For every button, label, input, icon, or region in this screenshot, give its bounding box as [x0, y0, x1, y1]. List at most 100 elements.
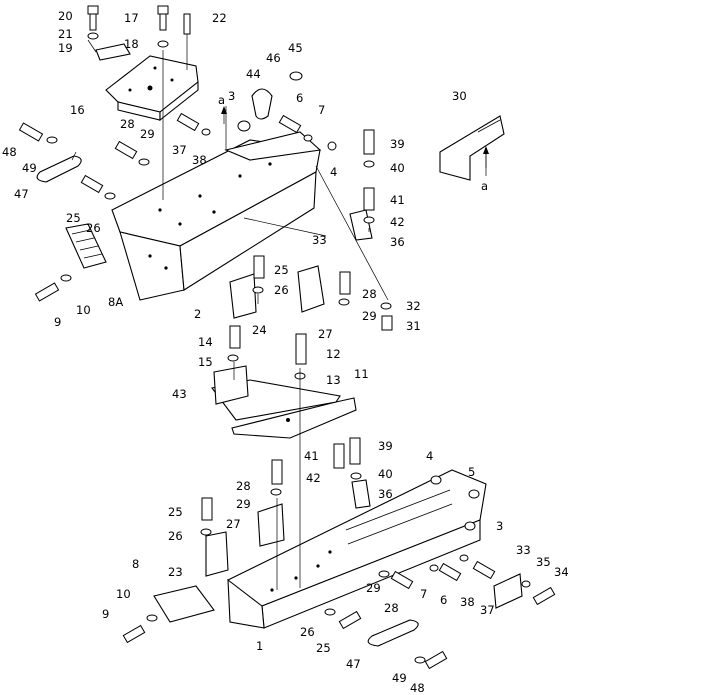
callout-39-upper: 39 [390, 137, 405, 151]
callout-28-upper: 28 [120, 117, 135, 131]
callout-19: 19 [58, 41, 73, 55]
callout-18: 18 [124, 37, 139, 51]
callout-24: 24 [252, 323, 267, 337]
callout-37-lower: 37 [480, 603, 495, 617]
callout-44: 44 [246, 67, 261, 81]
plate-33 [493, 573, 523, 609]
callouts: 20 21 19 17 18 22 16 46 45 44 a 3 6 7 30… [2, 9, 569, 695]
bracket-43 [213, 365, 249, 405]
callout-37-upper: 37 [172, 143, 187, 157]
callout-9-lower: 9 [102, 607, 109, 621]
callout-3-upper: 3 [228, 89, 235, 103]
shim-plate [95, 43, 131, 61]
ref-arrow-head-a1 [221, 106, 227, 114]
callout-47-upper: 47 [14, 187, 29, 201]
lower-frame [227, 469, 487, 629]
callout-38-upper: 38 [192, 153, 207, 167]
callout-33-lower: 33 [516, 543, 531, 557]
callout-35: 35 [536, 555, 551, 569]
part-30 [439, 115, 505, 181]
bracket-27 [297, 265, 325, 313]
callout-34: 34 [554, 565, 569, 579]
bracket-27-lower [257, 503, 285, 547]
callout-7-upper: 7 [318, 103, 325, 117]
callout-38-lower: 38 [460, 595, 475, 609]
callout-11: 11 [354, 367, 369, 381]
callout-29-lower: 29 [236, 497, 251, 511]
rear-step-8 [153, 585, 215, 623]
callout-49-lower: 49 [392, 671, 407, 685]
callout-30: 30 [452, 89, 467, 103]
callout-12: 12 [326, 347, 341, 361]
callout-41-upper: 41 [390, 193, 405, 207]
callout-4-upper: 4 [330, 165, 337, 179]
callout-7-lower: 7 [420, 587, 427, 601]
callout-25-upper-left: 25 [66, 211, 81, 225]
callout-26-upper-left: 26 [86, 221, 101, 235]
callout-32: 32 [406, 299, 421, 313]
callout-27-upper: 27 [318, 327, 333, 341]
callout-2: 2 [194, 307, 201, 321]
callout-8: 8 [132, 557, 139, 571]
callout-46: 46 [266, 51, 281, 65]
ref-arrow-head-a2 [483, 146, 489, 154]
callout-4-lower: 4 [426, 449, 433, 463]
callout-29-upper: 29 [140, 127, 155, 141]
top-plate [105, 55, 199, 122]
callout-25-upper-mid: 25 [274, 263, 289, 277]
u-bolt-47-upper [36, 155, 82, 183]
callout-28-lower: 28 [236, 479, 251, 493]
callout-21: 21 [58, 27, 73, 41]
callout-31: 31 [406, 319, 421, 333]
upper-frame [111, 131, 322, 301]
step-8a [65, 223, 107, 269]
callout-23: 23 [168, 565, 183, 579]
callout-40-upper: 40 [390, 161, 405, 175]
callout-47-lower: 47 [346, 657, 361, 671]
callout-25-lower-mid: 25 [316, 641, 331, 655]
callout-13: 13 [326, 373, 341, 387]
bracket-36-lower [351, 479, 371, 509]
bracket-23 [205, 531, 229, 577]
callout-20: 20 [58, 9, 73, 23]
callout-48-upper: 48 [2, 145, 17, 159]
callout-33-upper: 33 [312, 233, 327, 247]
grab-handle [251, 88, 273, 120]
callout-48-lower: 48 [410, 681, 425, 695]
callout-36-upper: 36 [390, 235, 405, 249]
callout-42-lower: 42 [306, 471, 321, 485]
u-bolt-47-lower [367, 619, 419, 647]
callout-27-lower: 27 [226, 517, 241, 531]
callout-40-lower: 40 [378, 467, 393, 481]
leader-lines [71, 34, 487, 590]
fasteners [18, 5, 556, 670]
callout-45: 45 [288, 41, 303, 55]
callout-3-lower: 3 [496, 519, 503, 533]
callout-8a: 8A [108, 295, 123, 309]
callout-5: 5 [468, 465, 475, 479]
callout-10-lower: 10 [116, 587, 131, 601]
callout-41-lower: 41 [304, 449, 319, 463]
callout-6-upper: 6 [296, 91, 303, 105]
callout-26-lower-left: 26 [168, 529, 183, 543]
callout-ref-a1: a [218, 93, 225, 107]
callout-17: 17 [124, 11, 139, 25]
callout-ref-a2: a [481, 179, 488, 193]
callout-28-lower-mid: 28 [384, 601, 399, 615]
callout-42-upper: 42 [390, 215, 405, 229]
callout-9-upper: 9 [54, 315, 61, 329]
callout-29-lower-mid: 29 [366, 581, 381, 595]
callout-29-upper-right: 29 [362, 309, 377, 323]
callout-26-upper-mid: 26 [274, 283, 289, 297]
callout-14: 14 [198, 335, 213, 349]
callout-16: 16 [70, 103, 85, 117]
callout-49-upper: 49 [22, 161, 37, 175]
bracket-24 [229, 273, 257, 319]
callout-10-upper: 10 [76, 303, 91, 317]
callout-39-lower: 39 [378, 439, 393, 453]
callout-28-upper-right: 28 [362, 287, 377, 301]
callout-25-lower-left: 25 [168, 505, 183, 519]
callout-15: 15 [198, 355, 213, 369]
callout-1: 1 [256, 639, 263, 653]
